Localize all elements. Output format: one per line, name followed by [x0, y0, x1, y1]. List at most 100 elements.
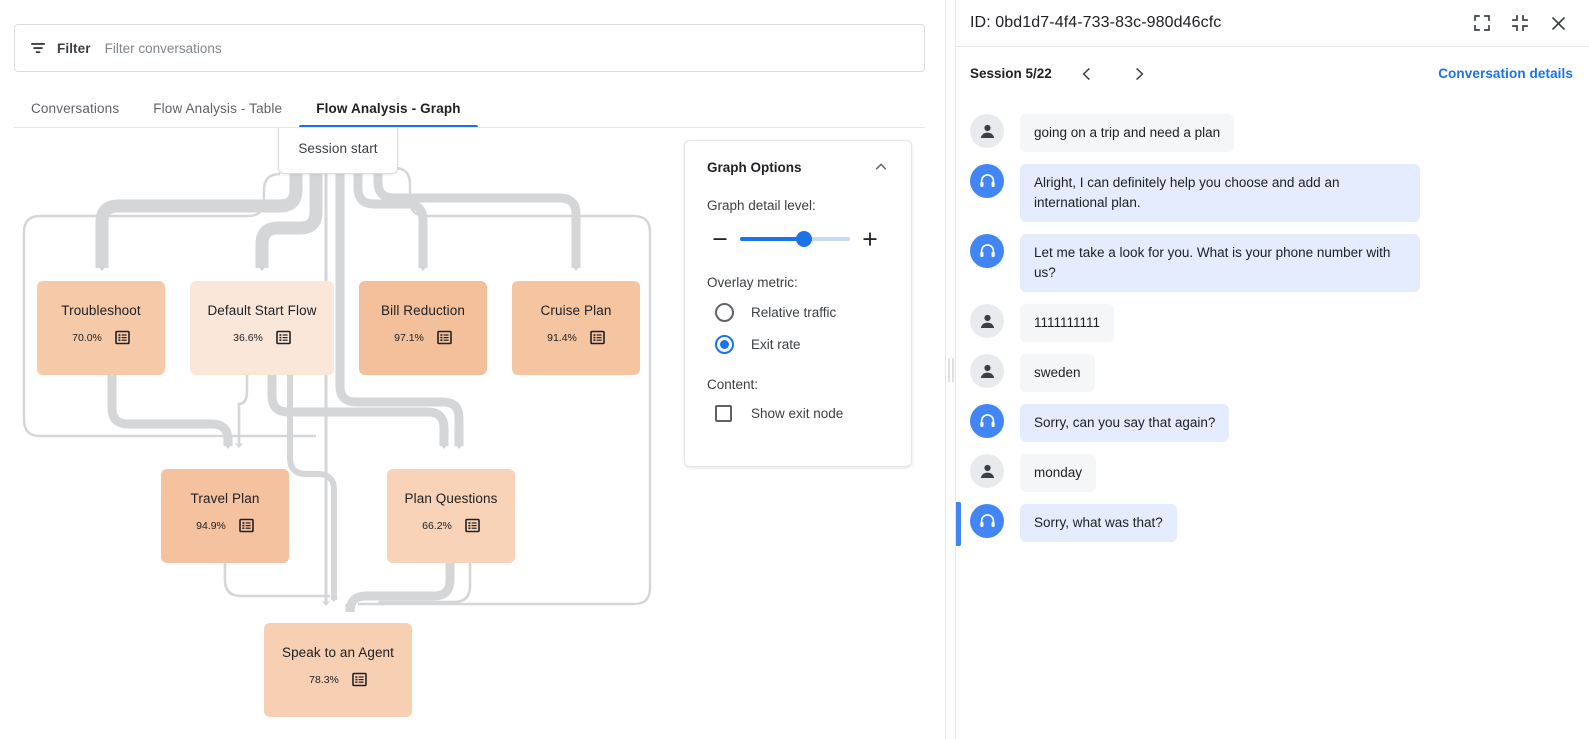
article-list-icon[interactable] [352, 672, 367, 687]
graph-node-session-start[interactable]: Session start [278, 128, 398, 174]
tab-bar-divider [14, 127, 925, 128]
agent-headset-icon [970, 234, 1004, 268]
graph-node-speak-to-an-agent[interactable]: Speak to an Agent 78.3% [264, 623, 412, 717]
user-avatar-icon [970, 114, 1004, 148]
message-list[interactable]: going on a trip and need a plan Alright,… [956, 100, 1589, 739]
filter-input[interactable]: Filter conversations [104, 40, 222, 56]
graph-options-title: Graph Options [707, 159, 802, 175]
graph-node-travel-plan[interactable]: Travel Plan 94.9% [161, 469, 289, 563]
agent-headset-icon [970, 404, 1004, 438]
radio-button[interactable] [715, 303, 734, 322]
graph-node-default-start-flow[interactable]: Default Start Flow 36.6% [190, 281, 334, 375]
expand-fullscreen-icon[interactable] [1467, 8, 1497, 38]
content-label: Content: [707, 377, 759, 392]
radio-label: Exit rate [751, 337, 801, 352]
message-row: going on a trip and need a plan [956, 108, 1589, 158]
message-row: 1111111111 [956, 298, 1589, 348]
node-metric: 97.1% [394, 330, 452, 345]
node-exit-rate: 94.9% [196, 519, 226, 532]
radio-label: Relative traffic [751, 305, 837, 320]
graph-detail-level-label: Graph detail level: [707, 198, 816, 213]
filter-icon [29, 39, 47, 57]
node-title: Troubleshoot [61, 303, 141, 318]
message-bubble: Let me take a look for you. What is your… [1020, 234, 1420, 292]
graph-node-troubleshoot[interactable]: Troubleshoot 70.0% [37, 281, 165, 375]
filter-label: Filter [57, 40, 91, 56]
message-bubble: Sorry, what was that? [1020, 504, 1177, 542]
node-exit-rate: 70.0% [72, 331, 102, 344]
radio-button-selected[interactable] [715, 335, 734, 354]
filter-bar[interactable]: Filter Filter conversations [14, 24, 925, 72]
article-list-icon[interactable] [239, 518, 254, 533]
radio-relative-traffic[interactable]: Relative traffic [707, 303, 889, 322]
graph-detail-level-control [707, 226, 889, 252]
chevron-up-icon[interactable] [873, 159, 889, 175]
node-title: Speak to an Agent [281, 645, 395, 660]
panel-resize-handle[interactable] [945, 0, 956, 739]
node-metric: 91.4% [547, 330, 605, 345]
radio-exit-rate[interactable]: Exit rate [707, 335, 889, 354]
chevron-left-icon[interactable] [1072, 59, 1102, 89]
minus-icon[interactable] [707, 226, 733, 252]
checkbox-label: Show exit node [751, 406, 844, 421]
node-exit-rate: 97.1% [394, 331, 424, 344]
node-title: Default Start Flow [207, 303, 317, 318]
message-bubble: sweden [1020, 354, 1095, 392]
node-metric: 94.9% [196, 518, 254, 533]
node-exit-rate: 91.4% [547, 331, 577, 344]
node-title: Session start [298, 140, 378, 156]
article-list-icon[interactable] [437, 330, 452, 345]
conversation-details-link[interactable]: Conversation details [1438, 66, 1573, 81]
node-metric: 36.6% [233, 330, 291, 345]
graph-options-panel: Graph Options Graph detail level: [684, 140, 912, 467]
agent-headset-icon [970, 504, 1004, 538]
article-list-icon[interactable] [590, 330, 605, 345]
user-avatar-icon [970, 454, 1004, 488]
session-counter: Session 5/22 [970, 66, 1052, 81]
graph-detail-slider[interactable] [740, 229, 850, 249]
node-exit-rate: 78.3% [309, 673, 339, 686]
node-metric: 78.3% [309, 672, 367, 687]
node-metric: 70.0% [72, 330, 130, 345]
node-metric: 66.2% [422, 518, 480, 533]
conversation-header: ID: 0bd1d7-4f4-733-83c-980d46cfc [956, 0, 1589, 47]
slider-thumb[interactable] [795, 231, 812, 247]
checkbox-show-exit-node[interactable]: Show exit node [707, 405, 889, 422]
close-icon[interactable] [1543, 8, 1573, 38]
conversation-panel: ID: 0bd1d7-4f4-733-83c-980d46cfc [956, 0, 1589, 739]
agent-headset-icon [970, 164, 1004, 198]
chevron-right-icon[interactable] [1124, 59, 1154, 89]
graph-node-bill-reduction[interactable]: Bill Reduction 97.1% [359, 281, 487, 375]
resize-grip-icon [948, 357, 953, 382]
graph-node-cruise-plan[interactable]: Cruise Plan 91.4% [512, 281, 640, 375]
message-bubble: 1111111111 [1020, 304, 1115, 342]
node-title: Bill Reduction [381, 303, 465, 318]
node-title: Cruise Plan [540, 303, 612, 318]
slider-fill [740, 237, 804, 241]
tab-flow-analysis-graph[interactable]: Flow Analysis - Graph [299, 88, 479, 128]
message-row: Let me take a look for you. What is your… [956, 228, 1589, 298]
left-panel: Filter Filter conversations Conversation… [14, 24, 925, 717]
collapse-fullscreen-icon[interactable] [1505, 8, 1535, 38]
article-list-icon[interactable] [115, 330, 130, 345]
graph-node-plan-questions[interactable]: Plan Questions 66.2% [387, 469, 515, 563]
conversation-id: ID: 0bd1d7-4f4-733-83c-980d46cfc [970, 14, 1222, 31]
message-bubble: Sorry, can you say that again? [1020, 404, 1230, 442]
node-title: Plan Questions [404, 491, 498, 506]
message-bubble: going on a trip and need a plan [1020, 114, 1235, 152]
node-exit-rate: 36.6% [233, 331, 263, 344]
message-row: monday [956, 448, 1589, 498]
checkbox[interactable] [715, 405, 732, 422]
tab-flow-analysis-table[interactable]: Flow Analysis - Table [153, 100, 283, 116]
message-row: Sorry, can you say that again? [956, 398, 1589, 448]
tab-conversations[interactable]: Conversations [31, 100, 120, 116]
article-list-icon[interactable] [276, 330, 291, 345]
article-list-icon[interactable] [465, 518, 480, 533]
message-bubble: monday [1020, 454, 1097, 492]
plus-icon[interactable] [857, 226, 883, 252]
user-avatar-icon [970, 304, 1004, 338]
message-row: Alright, I can definitely help you choos… [956, 158, 1589, 228]
flow-graph-edges [22, 166, 652, 613]
node-title: Travel Plan [190, 491, 260, 506]
